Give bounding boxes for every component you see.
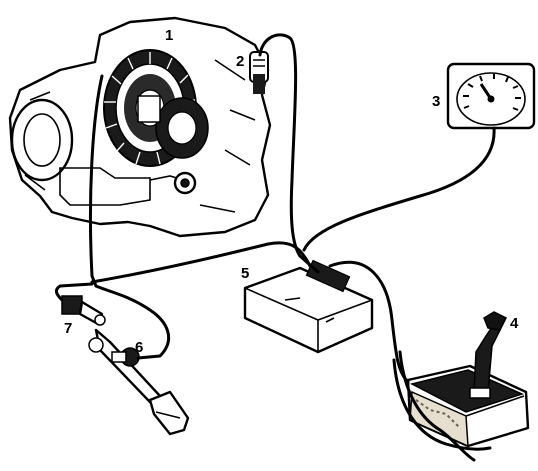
callout-3: 3 (432, 93, 440, 110)
pedal-switch-six (89, 338, 139, 366)
callout-1: 1 (165, 27, 173, 44)
callout-6: 6 (135, 339, 143, 356)
dashboard-gauge (448, 64, 534, 128)
callout-2: 2 (236, 53, 244, 70)
electronic-control-unit (245, 261, 372, 352)
callout-5: 5 (241, 265, 249, 282)
callout-7: 7 (64, 320, 72, 337)
callout-4: 4 (510, 315, 519, 332)
clutch-pedal-assembly (62, 296, 188, 434)
shift-lever-console (408, 312, 528, 446)
